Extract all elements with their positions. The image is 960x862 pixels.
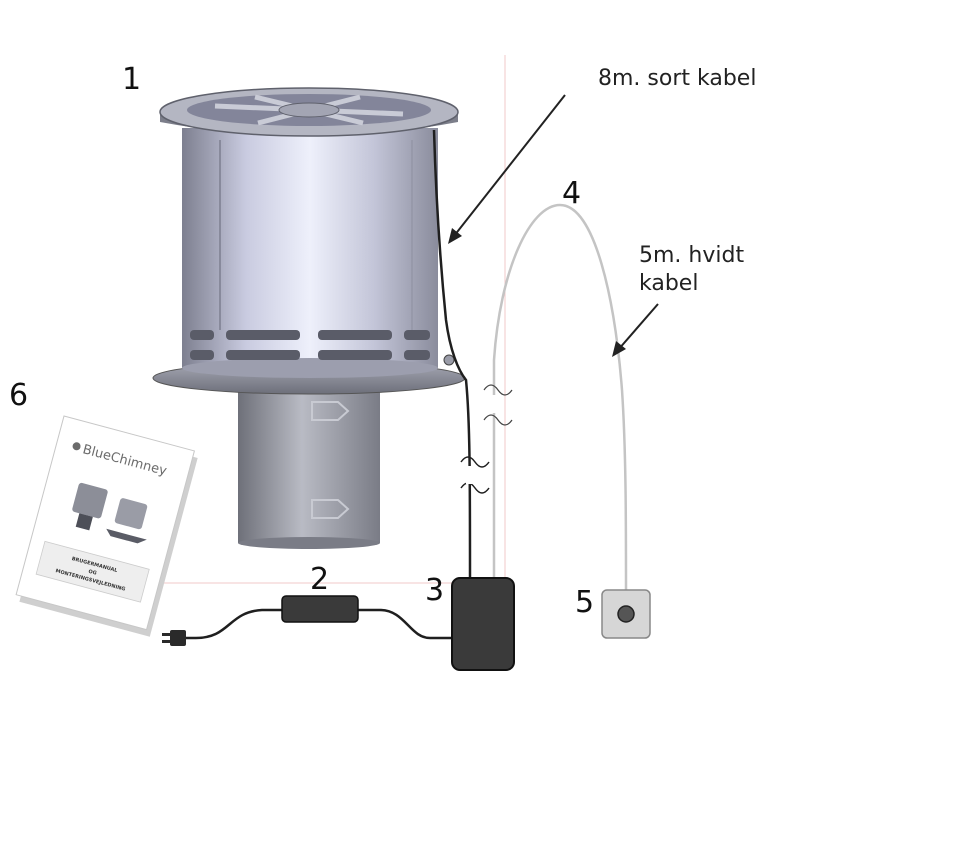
manual-product-image-1 [72,482,108,531]
fan-cable-gland [443,354,455,366]
white-cable-caption-line1: 5m. hvidt [639,243,744,268]
black-cable-caption: 8m. sort kabel [598,66,756,91]
black-cable-break-2 [460,482,490,494]
fan-cylinder [182,128,438,368]
manual-product-image-2 [106,498,148,544]
label-6: 6 [9,378,28,413]
manual-title-box [35,540,150,603]
white-cable-break-2 [483,414,513,426]
wall-control-button [617,605,635,623]
white-cable-arrow [612,303,659,357]
manual-logo-icon [72,442,81,451]
white-cable-break-1 [483,384,513,396]
fan-cylinder-bottom [182,358,438,378]
label-4: 4 [562,176,581,211]
power-cord [180,608,454,640]
inline-controller [281,595,359,623]
black-cable [432,129,472,581]
pipe-arrow-upper [311,401,350,421]
power-plug [162,630,186,646]
label-3: 3 [425,573,444,608]
label-1: 1 [122,62,141,97]
fan-pipe-bottom [238,537,380,549]
white-cable-caption-line2: kabel [639,271,698,296]
fan-top-hub [278,102,340,118]
white-cable [492,203,628,593]
fan-pipe [238,385,380,543]
black-cable-break-1 [460,456,490,468]
label-2: 2 [310,562,329,597]
fan-vent-slots [190,330,430,360]
black-cable-arrow [448,94,566,244]
label-5: 5 [575,585,594,620]
pipe-arrow-lower [311,499,350,519]
manual-booklet: BlueChimney BRUGERMANUAL OG MONTERINGSVE… [15,415,198,637]
chimney-fan-unit [152,87,466,549]
power-adapter [451,577,515,671]
manual-title-line2: OG [88,569,98,577]
